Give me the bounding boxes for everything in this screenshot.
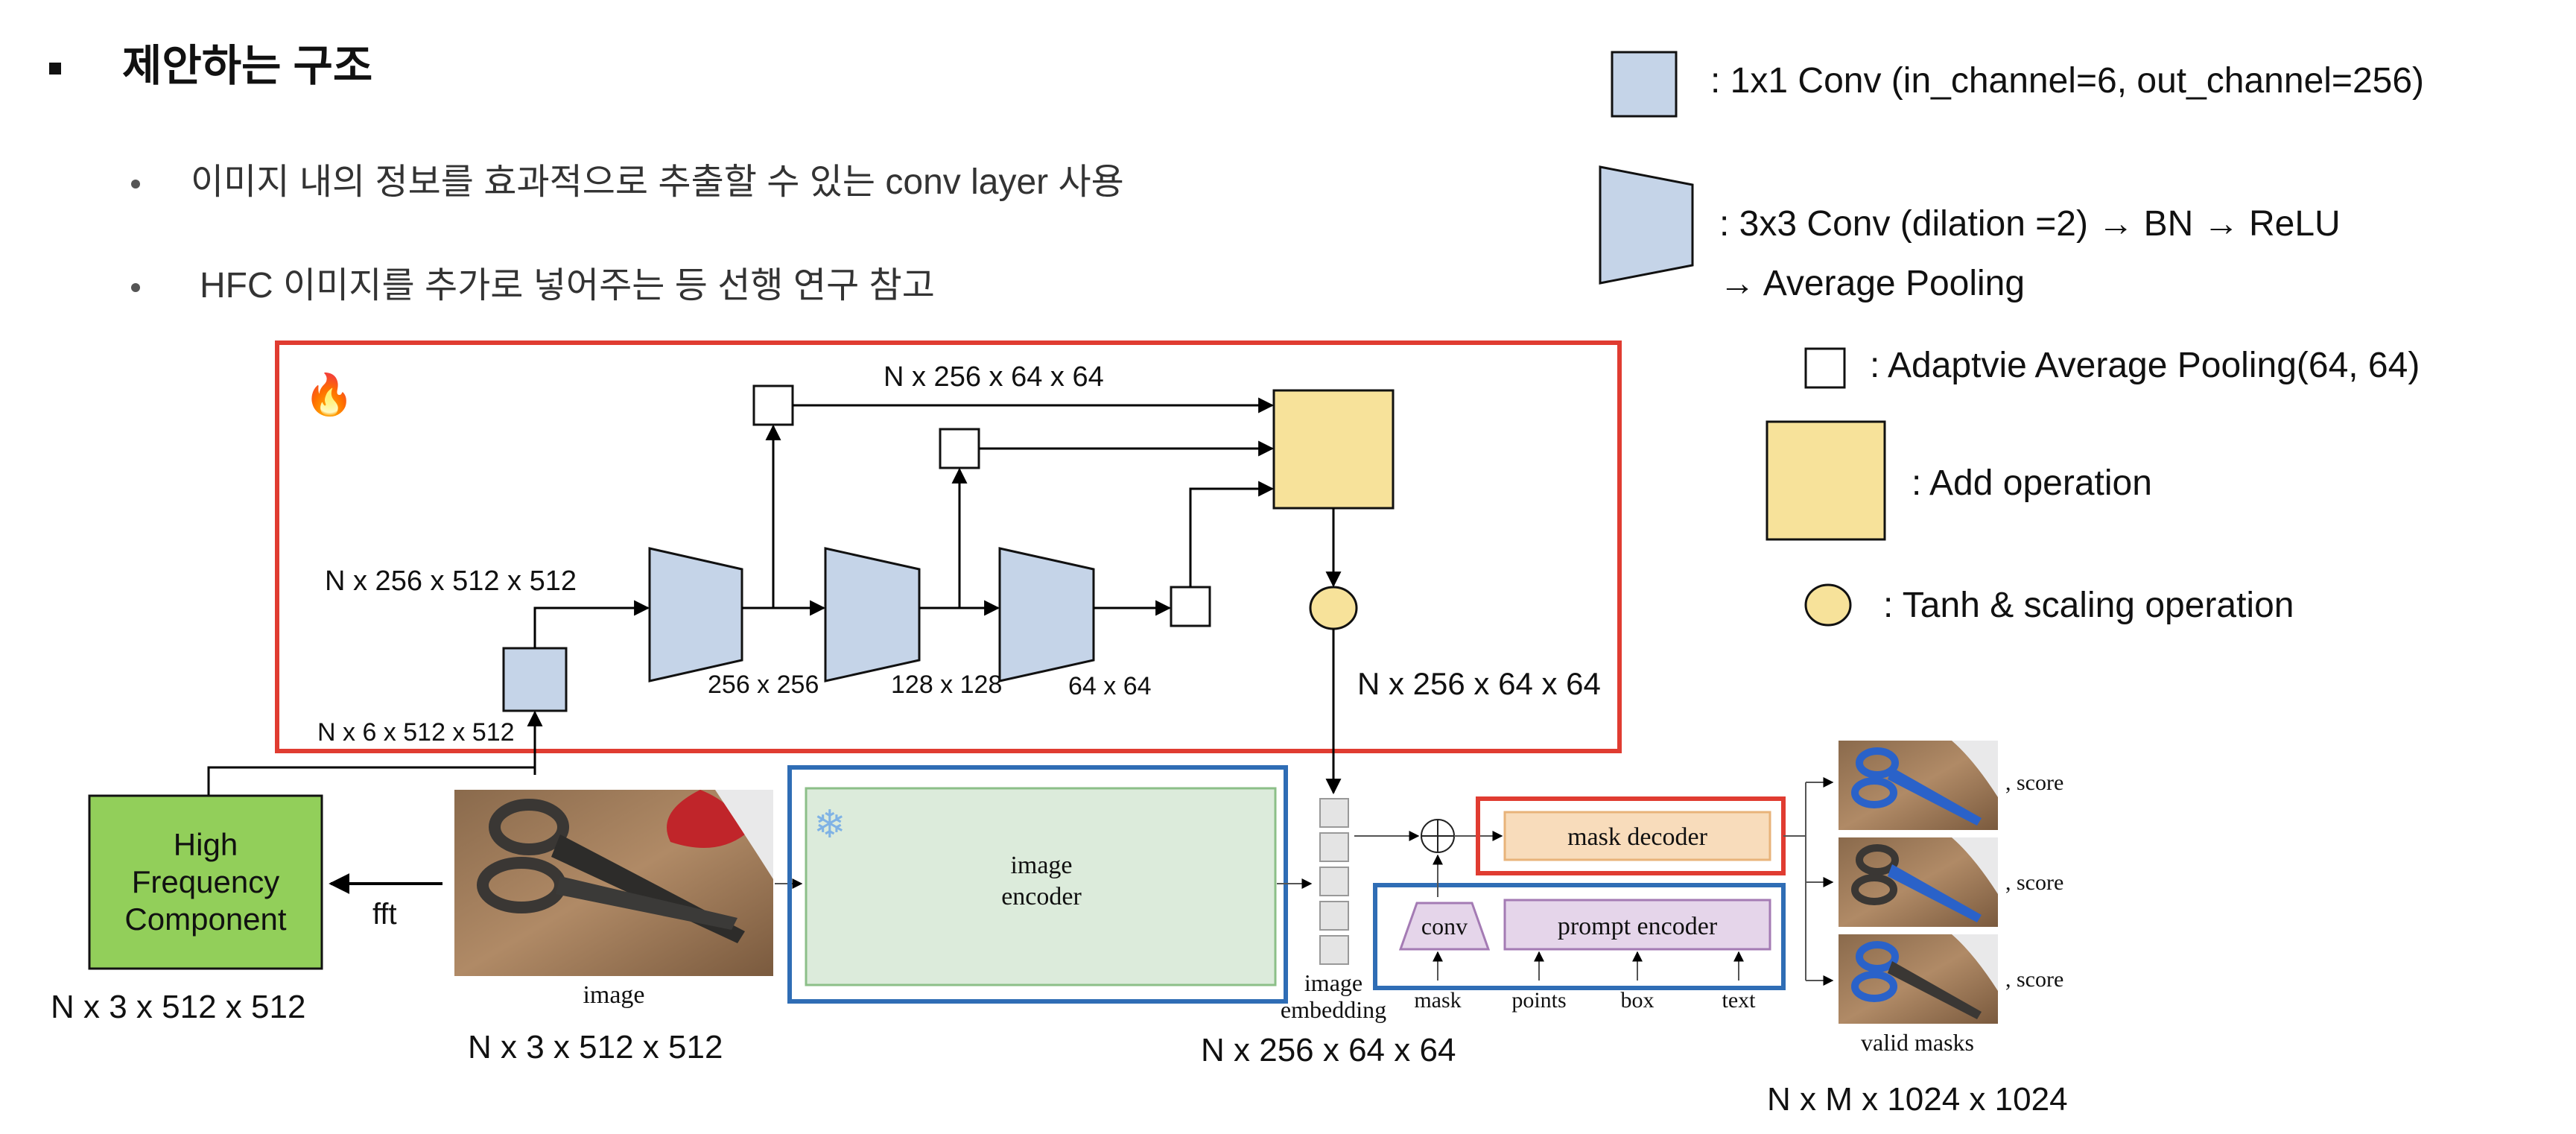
mask-decoder-block xyxy=(1503,811,1771,861)
add-op-square-icon xyxy=(1766,420,1886,541)
prompt-arrows xyxy=(1433,854,1744,981)
embedding-label-2: embedding xyxy=(1281,996,1386,1023)
bullet-text-2: HFC 이미지를 추가로 넣어주는 등 선행 연구 참고 xyxy=(200,266,935,305)
prompt-input-points: points xyxy=(1511,988,1566,1013)
conv3x3-stage-1 xyxy=(648,547,743,682)
image-embedding-stack xyxy=(1319,798,1349,965)
add-operation-block xyxy=(1272,389,1395,510)
snowflake-icon: ❄ xyxy=(813,804,846,846)
adaptive-pool-3 xyxy=(1170,586,1211,627)
prompt-input-text: text xyxy=(1722,988,1757,1013)
adapter-frame xyxy=(275,340,1622,753)
page-title: 제안하는 구조 xyxy=(122,42,372,90)
valid-masks-label: valid masks xyxy=(1861,1029,1974,1056)
score-label-1: , score xyxy=(2005,770,2063,795)
legend-conv1x1-text: : 1x1 Conv (in_channel=6, out_channel=25… xyxy=(1710,61,2424,101)
hfc-dims: N x 3 x 512 x 512 xyxy=(51,989,305,1025)
hfc-label-2: Frequency xyxy=(132,864,279,899)
adaptive-pool-square-icon xyxy=(1804,347,1846,389)
score-label-2: , score xyxy=(2005,870,2063,895)
valid-mask-2 xyxy=(1839,837,1998,927)
hfc-label-1: High xyxy=(174,827,238,862)
encoder-label-1: image xyxy=(1010,852,1072,879)
prompt-frame xyxy=(1373,883,1786,990)
conv3x3-stage-3 xyxy=(998,547,1095,682)
legend-add-text: : Add operation xyxy=(1912,463,2152,503)
embedding-dims: N x 256 x 64 x 64 xyxy=(1201,1032,1456,1068)
label-conv1-out: N x 256 x 512 x 512 xyxy=(325,566,577,597)
hfc-block xyxy=(88,794,323,970)
bullet-text-1: 이미지 내의 정보를 효과적으로 추출할 수 있는 conv layer 사용 xyxy=(191,162,1124,202)
fft-label: fft xyxy=(372,898,397,931)
embedding-label-1: image xyxy=(1304,969,1362,996)
legend-pool-text: : Adaptvie Average Pooling(64, 64) xyxy=(1870,346,2420,385)
mask-decoder-label: mask decoder xyxy=(1567,823,1708,851)
bullet-dot xyxy=(131,180,140,189)
conv1x1-block xyxy=(502,647,568,712)
tanh-scaling-node xyxy=(1309,586,1358,630)
fire-icon: 🔥 xyxy=(304,372,354,417)
adaptive-pool-2 xyxy=(939,428,980,469)
output-dims: N x M x 1024 x 1024 xyxy=(1767,1081,2068,1118)
image-dims: N x 3 x 512 x 512 xyxy=(468,1029,723,1065)
label-fusion-out: N x 256 x 64 x 64 xyxy=(1357,666,1601,701)
input-image xyxy=(454,790,773,976)
tanh-circle-icon xyxy=(1804,583,1852,627)
encoder-label-2: encoder xyxy=(1001,883,1082,910)
conv1x1-icon xyxy=(1611,51,1678,118)
prompt-input-box: box xyxy=(1621,988,1655,1013)
image-encoder-block xyxy=(805,787,1277,986)
adapter-arrows xyxy=(207,397,1342,797)
label-stage-1: 256 x 256 xyxy=(708,671,819,699)
prompt-conv-block xyxy=(1398,902,1491,951)
prompt-encoder-block xyxy=(1503,899,1771,951)
label-conv1-in: N x 6 x 512 x 512 xyxy=(317,718,515,747)
prompt-conv-label: conv xyxy=(1421,913,1468,940)
output-arrows xyxy=(1783,777,1834,986)
image-caption: image xyxy=(583,981,644,1009)
label-pool-top: N x 256 x 64 x 64 xyxy=(883,361,1104,393)
adaptive-pool-1 xyxy=(752,384,794,426)
hfc-label-3: Component xyxy=(124,902,286,937)
legend-conv3x3-text-1: : 3x3 Conv (dilation =2) → BN → ReLU xyxy=(1719,204,2341,244)
label-stage-2: 128 x 128 xyxy=(891,671,1002,699)
conv3x3-trapezoid-icon xyxy=(1599,165,1694,285)
conv3x3-stage-2 xyxy=(824,547,921,682)
label-stage-3: 64 x 64 xyxy=(1068,672,1152,700)
legend-conv3x3-text-2: → Average Pooling xyxy=(1719,264,2025,303)
title-bullet xyxy=(49,63,61,75)
valid-mask-3 xyxy=(1839,934,1998,1024)
score-label-3: , score xyxy=(2005,967,2063,992)
bullet-dot xyxy=(131,283,140,292)
prompt-input-mask: mask xyxy=(1414,988,1461,1013)
prompt-encoder-label: prompt encoder xyxy=(1558,913,1718,940)
legend-tanh-text: : Tanh & scaling operation xyxy=(1883,586,2294,625)
valid-mask-1 xyxy=(1839,741,1998,830)
